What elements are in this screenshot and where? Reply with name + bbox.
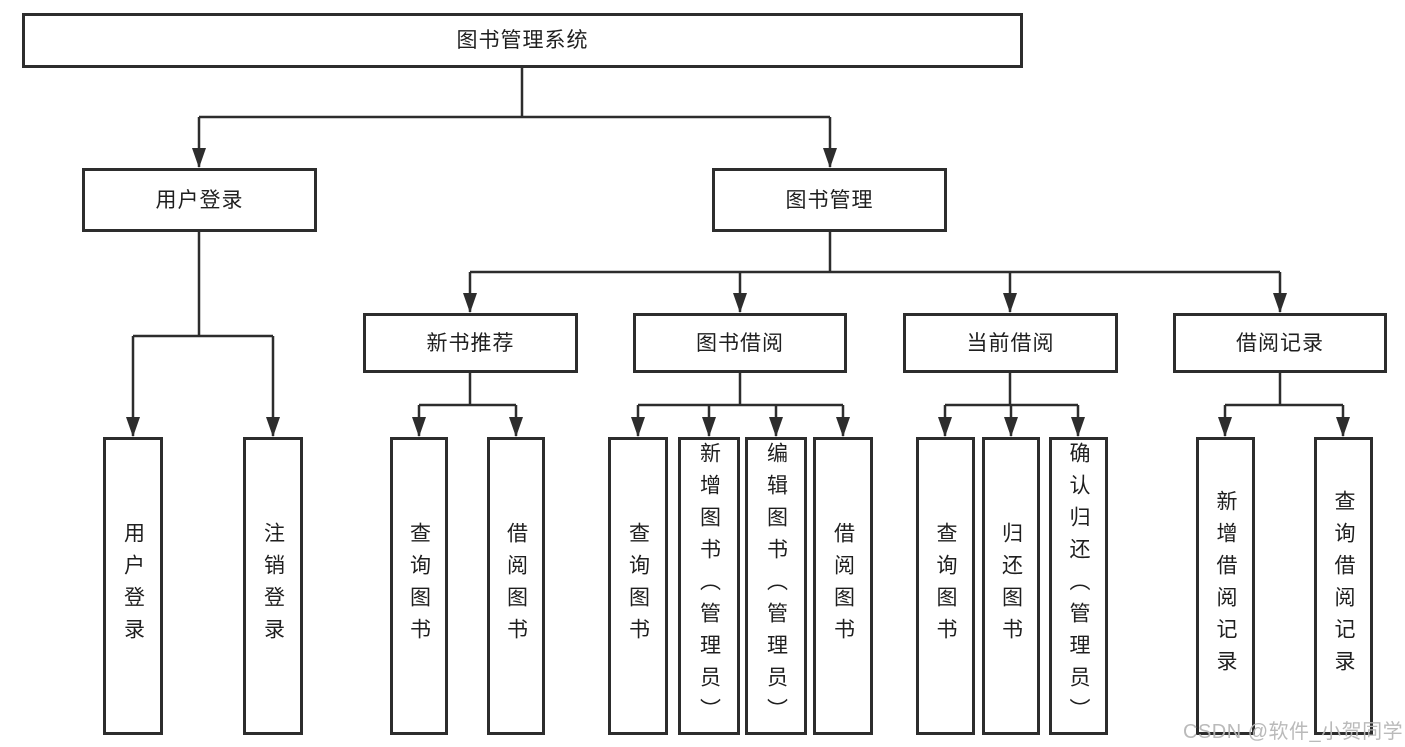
leaf-records-query-borrow-record: 查询借阅记录 bbox=[1314, 437, 1373, 735]
node-borrow-records: 借阅记录 bbox=[1173, 313, 1387, 373]
node-book-borrowing: 图书借阅 bbox=[633, 313, 847, 373]
leaf-current-confirm-return-admin-label: 确认归还（管理员） bbox=[1067, 442, 1090, 730]
leaf-borrowing-query-books: 查询图书 bbox=[608, 437, 668, 735]
leaf-user-login-label: 用户登录 bbox=[121, 522, 145, 650]
node-book-management: 图书管理 bbox=[712, 168, 947, 232]
node-new-book-recommend: 新书推荐 bbox=[363, 313, 578, 373]
leaf-logout: 注销登录 bbox=[243, 437, 303, 735]
leaf-current-query-books: 查询图书 bbox=[916, 437, 975, 735]
leaf-borrowing-borrow-books: 借阅图书 bbox=[813, 437, 873, 735]
leaf-records-add-borrow-record-label: 新增借阅记录 bbox=[1214, 490, 1237, 682]
leaf-borrowing-add-books-admin: 新增图书（管理员） bbox=[678, 437, 740, 735]
leaf-current-confirm-return-admin: 确认归还（管理员） bbox=[1049, 437, 1108, 735]
leaf-current-return-books-label: 归还图书 bbox=[999, 522, 1023, 650]
node-root-library-system: 图书管理系统 bbox=[22, 13, 1023, 68]
leaf-borrowing-query-books-label: 查询图书 bbox=[626, 522, 650, 650]
node-new-book-recommend-label: 新书推荐 bbox=[426, 331, 515, 355]
leaf-records-query-borrow-record-label: 查询借阅记录 bbox=[1332, 490, 1355, 682]
leaf-borrowing-edit-books-admin-label: 编辑图书（管理员） bbox=[764, 442, 788, 730]
leaf-current-return-books: 归还图书 bbox=[982, 437, 1040, 735]
leaf-borrowing-borrow-books-label: 借阅图书 bbox=[831, 522, 855, 650]
leaf-newbooks-query-books: 查询图书 bbox=[390, 437, 448, 735]
leaf-logout-label: 注销登录 bbox=[261, 522, 285, 650]
arrow-lines bbox=[126, 117, 1350, 437]
leaf-newbooks-query-books-label: 查询图书 bbox=[407, 522, 431, 650]
node-book-borrowing-label: 图书借阅 bbox=[696, 331, 784, 355]
node-current-borrowing: 当前借阅 bbox=[903, 313, 1118, 373]
node-borrow-records-label: 借阅记录 bbox=[1236, 331, 1324, 355]
node-user-login: 用户登录 bbox=[82, 168, 317, 232]
leaf-current-query-books-label: 查询图书 bbox=[934, 522, 957, 650]
leaf-borrowing-edit-books-admin: 编辑图书（管理员） bbox=[745, 437, 807, 735]
leaf-newbooks-borrow-books-label: 借阅图书 bbox=[504, 522, 528, 650]
leaf-user-login: 用户登录 bbox=[103, 437, 163, 735]
leaf-records-add-borrow-record: 新增借阅记录 bbox=[1196, 437, 1255, 735]
node-current-borrowing-label: 当前借阅 bbox=[966, 331, 1055, 355]
node-book-management-label: 图书管理 bbox=[785, 188, 874, 212]
leaf-newbooks-borrow-books: 借阅图书 bbox=[487, 437, 545, 735]
leaf-borrowing-add-books-admin-label: 新增图书（管理员） bbox=[697, 442, 721, 730]
trunk-lines bbox=[133, 68, 1343, 407]
node-user-login-label: 用户登录 bbox=[155, 188, 244, 212]
csdn-watermark: CSDN @软件_小贺同学 bbox=[1183, 721, 1404, 743]
node-root-label: 图书管理系统 bbox=[456, 29, 589, 52]
